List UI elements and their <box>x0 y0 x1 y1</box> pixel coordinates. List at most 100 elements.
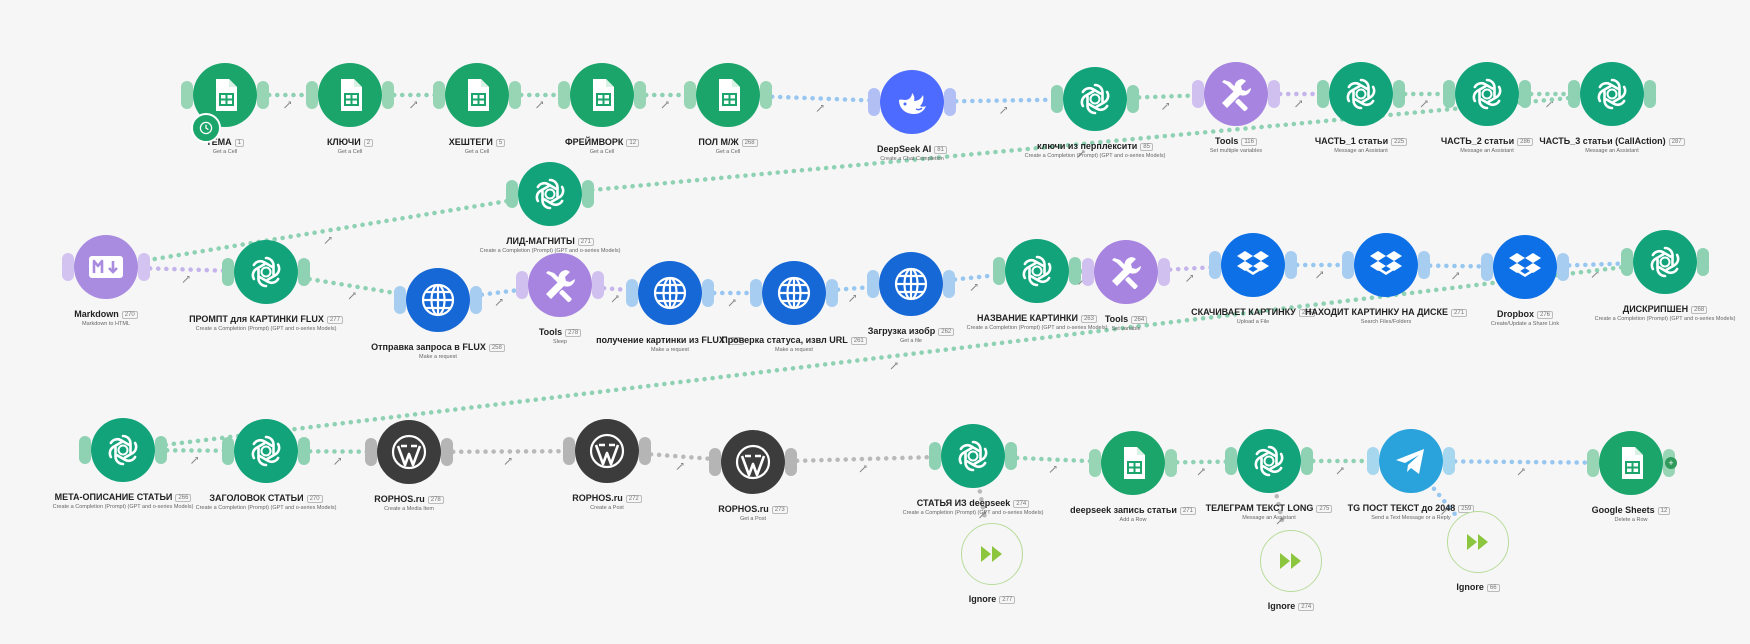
module-heshtegi-button[interactable] <box>445 63 509 127</box>
ignore-button[interactable] <box>1260 530 1322 592</box>
link-lid-markdown[interactable] <box>139 197 517 264</box>
module-ds_zapis-button[interactable] <box>1101 431 1165 495</box>
link-rophos1-rophos2[interactable] <box>442 448 574 455</box>
module-connector-right[interactable] <box>1519 80 1531 108</box>
filter-wrench-icon[interactable] <box>890 362 898 370</box>
module-connector-right[interactable] <box>1393 80 1405 108</box>
filter-wrench-icon[interactable] <box>1295 100 1302 108</box>
link-polmzh-deepseek[interactable] <box>761 94 879 103</box>
link-rophos2-rophos3[interactable] <box>640 451 720 462</box>
filter-wrench-icon[interactable] <box>1420 100 1428 108</box>
filter-wrench-icon[interactable] <box>191 457 198 464</box>
module-tools2-button[interactable] <box>528 253 592 317</box>
ignore-button[interactable] <box>961 523 1023 585</box>
module-klyuchi-button[interactable] <box>318 63 382 127</box>
module-connector-right[interactable] <box>298 437 310 465</box>
module-connector-left[interactable] <box>993 257 1005 285</box>
link-nahodit-dropbox[interactable] <box>1419 263 1492 269</box>
module-connector-left[interactable] <box>1192 80 1204 108</box>
filter-wrench-icon[interactable] <box>979 511 986 519</box>
module-proverka-button[interactable] <box>762 261 826 325</box>
module-connector-left[interactable] <box>394 286 406 314</box>
module-diskripshen-button[interactable] <box>1633 230 1697 294</box>
filter-wrench-icon[interactable] <box>816 105 824 112</box>
module-poluchenie-button[interactable] <box>638 261 702 325</box>
module-connector-right[interactable] <box>382 81 394 109</box>
module-tg_post-button[interactable] <box>1379 429 1443 493</box>
module-lid-button[interactable] <box>518 162 582 226</box>
module-connector-left[interactable] <box>929 442 941 470</box>
module-connector-right[interactable] <box>509 81 521 109</box>
link-telegram_text-ignore2[interactable] <box>1274 493 1286 529</box>
module-connector-right[interactable] <box>1301 447 1313 475</box>
module-connector-left[interactable] <box>563 437 575 465</box>
link-prompt_flux-otpravka[interactable] <box>299 275 405 297</box>
filter-wrench-icon[interactable] <box>1441 508 1448 515</box>
link-ds_zapis-telegram_text[interactable] <box>1166 459 1236 465</box>
module-connector-right[interactable] <box>702 279 714 307</box>
module-connector-left[interactable] <box>506 180 518 208</box>
filter-wrench-icon[interactable] <box>859 465 867 473</box>
module-connector-left[interactable] <box>365 438 377 466</box>
link-tg_post-gsheets[interactable] <box>1444 459 1598 465</box>
module-connector-left[interactable] <box>709 448 721 476</box>
filter-wrench-icon[interactable] <box>1197 468 1205 476</box>
module-connector-left[interactable] <box>1481 253 1493 281</box>
module-otpravka-button[interactable] <box>406 268 470 332</box>
link-tg_post-ignore3[interactable] <box>1431 486 1458 517</box>
module-prompt_flux-button[interactable] <box>234 240 298 304</box>
module-chast2-button[interactable] <box>1455 62 1519 126</box>
module-connector-right[interactable] <box>1069 257 1081 285</box>
module-connector-left[interactable] <box>1342 251 1354 279</box>
module-rophos3-button[interactable] <box>721 430 785 494</box>
module-connector-left[interactable] <box>1621 248 1633 276</box>
module-connector-right[interactable] <box>943 270 955 298</box>
module-connector-left[interactable] <box>1568 80 1580 108</box>
filter-wrench-icon[interactable] <box>1000 107 1007 114</box>
module-connector-right[interactable] <box>1158 258 1170 286</box>
module-dropbox-button[interactable] <box>1493 235 1557 299</box>
module-connector-left[interactable] <box>1443 80 1455 108</box>
module-connector-right[interactable] <box>470 286 482 314</box>
filter-wrench-icon[interactable] <box>1186 275 1193 282</box>
module-connector-right[interactable] <box>785 448 797 476</box>
module-connector-left[interactable] <box>222 437 234 465</box>
module-connector-left[interactable] <box>1317 80 1329 108</box>
link-statya_ds-ds_zapis[interactable] <box>1006 455 1100 464</box>
filter-wrench-icon[interactable] <box>1162 103 1169 110</box>
module-connector-left[interactable] <box>433 81 445 109</box>
filter-wrench-icon[interactable] <box>1276 517 1284 525</box>
module-connector-right[interactable] <box>1285 251 1297 279</box>
module-skachivaet-button[interactable] <box>1221 233 1285 297</box>
module-connector-left[interactable] <box>867 270 879 298</box>
trigger-schedule-button[interactable] <box>191 113 221 143</box>
filter-wrench-icon[interactable] <box>1452 272 1459 280</box>
module-connector-right[interactable] <box>634 81 646 109</box>
module-connector-right[interactable] <box>1443 447 1455 475</box>
module-rophos1-button[interactable] <box>377 420 441 484</box>
link-dropbox-diskripshen[interactable] <box>1558 261 1632 268</box>
link-statya_ds-ignore1[interactable] <box>977 489 988 521</box>
link-deepseek-klyuchi_perp[interactable] <box>945 97 1062 104</box>
module-connector-left[interactable] <box>181 81 193 109</box>
module-zagolovok-button[interactable] <box>234 419 298 483</box>
module-connector-left[interactable] <box>516 271 528 299</box>
module-connector-left[interactable] <box>1587 449 1599 477</box>
link-tools3-skachivaet[interactable] <box>1159 264 1220 273</box>
module-connector-right[interactable] <box>1557 253 1569 281</box>
module-nahodit-button[interactable] <box>1354 233 1418 297</box>
link-markdown-prompt_flux[interactable] <box>139 265 233 274</box>
filter-wrench-icon[interactable] <box>324 237 332 244</box>
filter-wrench-icon[interactable] <box>1517 468 1525 476</box>
module-chast1-button[interactable] <box>1329 62 1393 126</box>
module-connector-right[interactable] <box>760 81 772 109</box>
module-deepseek-button[interactable] <box>880 70 944 134</box>
module-connector-right[interactable] <box>1268 80 1280 108</box>
filter-wrench-icon[interactable] <box>970 284 978 291</box>
filter-wrench-icon[interactable] <box>849 295 856 302</box>
module-connector-left[interactable] <box>684 81 696 109</box>
module-connector-right[interactable] <box>1127 85 1139 113</box>
filter-wrench-icon[interactable] <box>495 299 503 306</box>
module-klyuchi_perp-button[interactable] <box>1063 67 1127 131</box>
